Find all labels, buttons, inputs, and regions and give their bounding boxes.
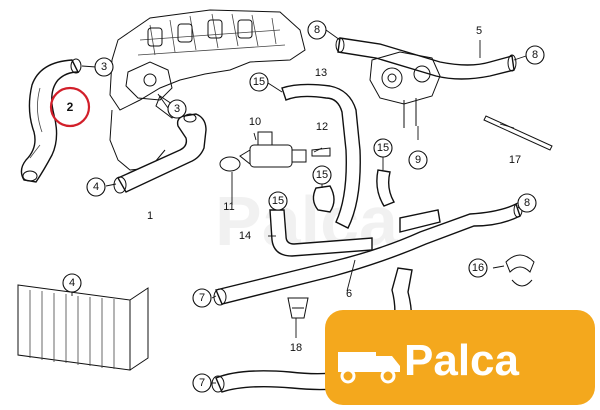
palca-logo: Palca bbox=[325, 310, 595, 405]
clip-18 bbox=[287, 297, 309, 319]
callout-8b[interactable]: 8 bbox=[525, 45, 545, 65]
callout-15a[interactable]: 15 bbox=[249, 72, 269, 92]
callout-7a[interactable]: 7 bbox=[192, 288, 212, 308]
svg-text:9: 9 bbox=[415, 154, 421, 166]
callout-15c[interactable]: 15 bbox=[312, 165, 332, 185]
highlight-label: 2 bbox=[67, 100, 74, 114]
callout-8a[interactable]: 8 bbox=[307, 20, 327, 40]
hose-2-upper-radiator bbox=[20, 59, 80, 183]
label-11: 11 bbox=[223, 201, 234, 213]
svg-text:3: 3 bbox=[101, 61, 107, 73]
cable-tie-17 bbox=[483, 115, 553, 151]
label-10: 10 bbox=[249, 116, 261, 128]
label-1: 1 bbox=[147, 210, 153, 222]
highlight-callout-2[interactable]: 2 bbox=[49, 86, 91, 128]
svg-text:7: 7 bbox=[199, 292, 205, 304]
svg-text:7: 7 bbox=[199, 377, 205, 389]
svg-text:4: 4 bbox=[93, 181, 99, 193]
label-14: 14 bbox=[239, 230, 251, 242]
svg-text:8: 8 bbox=[524, 197, 530, 209]
logo-text: Palca bbox=[404, 336, 520, 385]
svg-text:8: 8 bbox=[314, 24, 320, 36]
callout-16[interactable]: 16 bbox=[468, 258, 488, 278]
callout-4b[interactable]: 4 bbox=[62, 273, 82, 293]
callout-3b[interactable]: 3 bbox=[167, 99, 187, 119]
svg-text:15: 15 bbox=[253, 76, 265, 88]
label-17: 17 bbox=[509, 154, 521, 166]
callout-15d[interactable]: 15 bbox=[268, 191, 288, 211]
callout-9[interactable]: 9 bbox=[408, 150, 428, 170]
callout-7b[interactable]: 7 bbox=[192, 373, 212, 393]
label-5: 5 bbox=[476, 25, 482, 37]
hose-8-branch bbox=[399, 209, 441, 233]
engine-block bbox=[109, 9, 306, 171]
svg-text:15: 15 bbox=[377, 142, 389, 154]
truck-icon bbox=[338, 352, 400, 384]
callout-8c[interactable]: 8 bbox=[517, 193, 537, 213]
svg-text:4: 4 bbox=[69, 277, 75, 289]
clamp-16 bbox=[505, 254, 535, 287]
hose-14 bbox=[269, 209, 373, 257]
highlight-ring bbox=[49, 86, 91, 128]
o-ring-11 bbox=[219, 156, 241, 172]
callout-15b[interactable]: 15 bbox=[373, 138, 393, 158]
callout-3a[interactable]: 3 bbox=[94, 57, 114, 77]
label-18: 18 bbox=[290, 342, 302, 354]
hose-13-middle bbox=[281, 83, 361, 229]
hose-4-lower bbox=[117, 113, 207, 193]
water-valve-10 bbox=[239, 131, 307, 168]
svg-text:15: 15 bbox=[272, 195, 284, 207]
hose-6-lower bbox=[215, 267, 413, 393]
svg-text:15: 15 bbox=[316, 169, 328, 181]
hose-15-small-a bbox=[312, 185, 335, 213]
throttle-body bbox=[369, 51, 441, 128]
callout-4a[interactable]: 4 bbox=[86, 177, 106, 197]
label-13: 13 bbox=[315, 67, 327, 79]
bolt-12 bbox=[311, 147, 331, 157]
svg-text:16: 16 bbox=[472, 262, 484, 274]
radiator bbox=[17, 284, 149, 371]
svg-text:8: 8 bbox=[532, 49, 538, 61]
label-6: 6 bbox=[346, 288, 352, 300]
svg-text:3: 3 bbox=[174, 103, 180, 115]
hose-15-small-b bbox=[376, 169, 396, 207]
label-12: 12 bbox=[316, 121, 328, 133]
hose-5-top-right bbox=[337, 37, 515, 80]
